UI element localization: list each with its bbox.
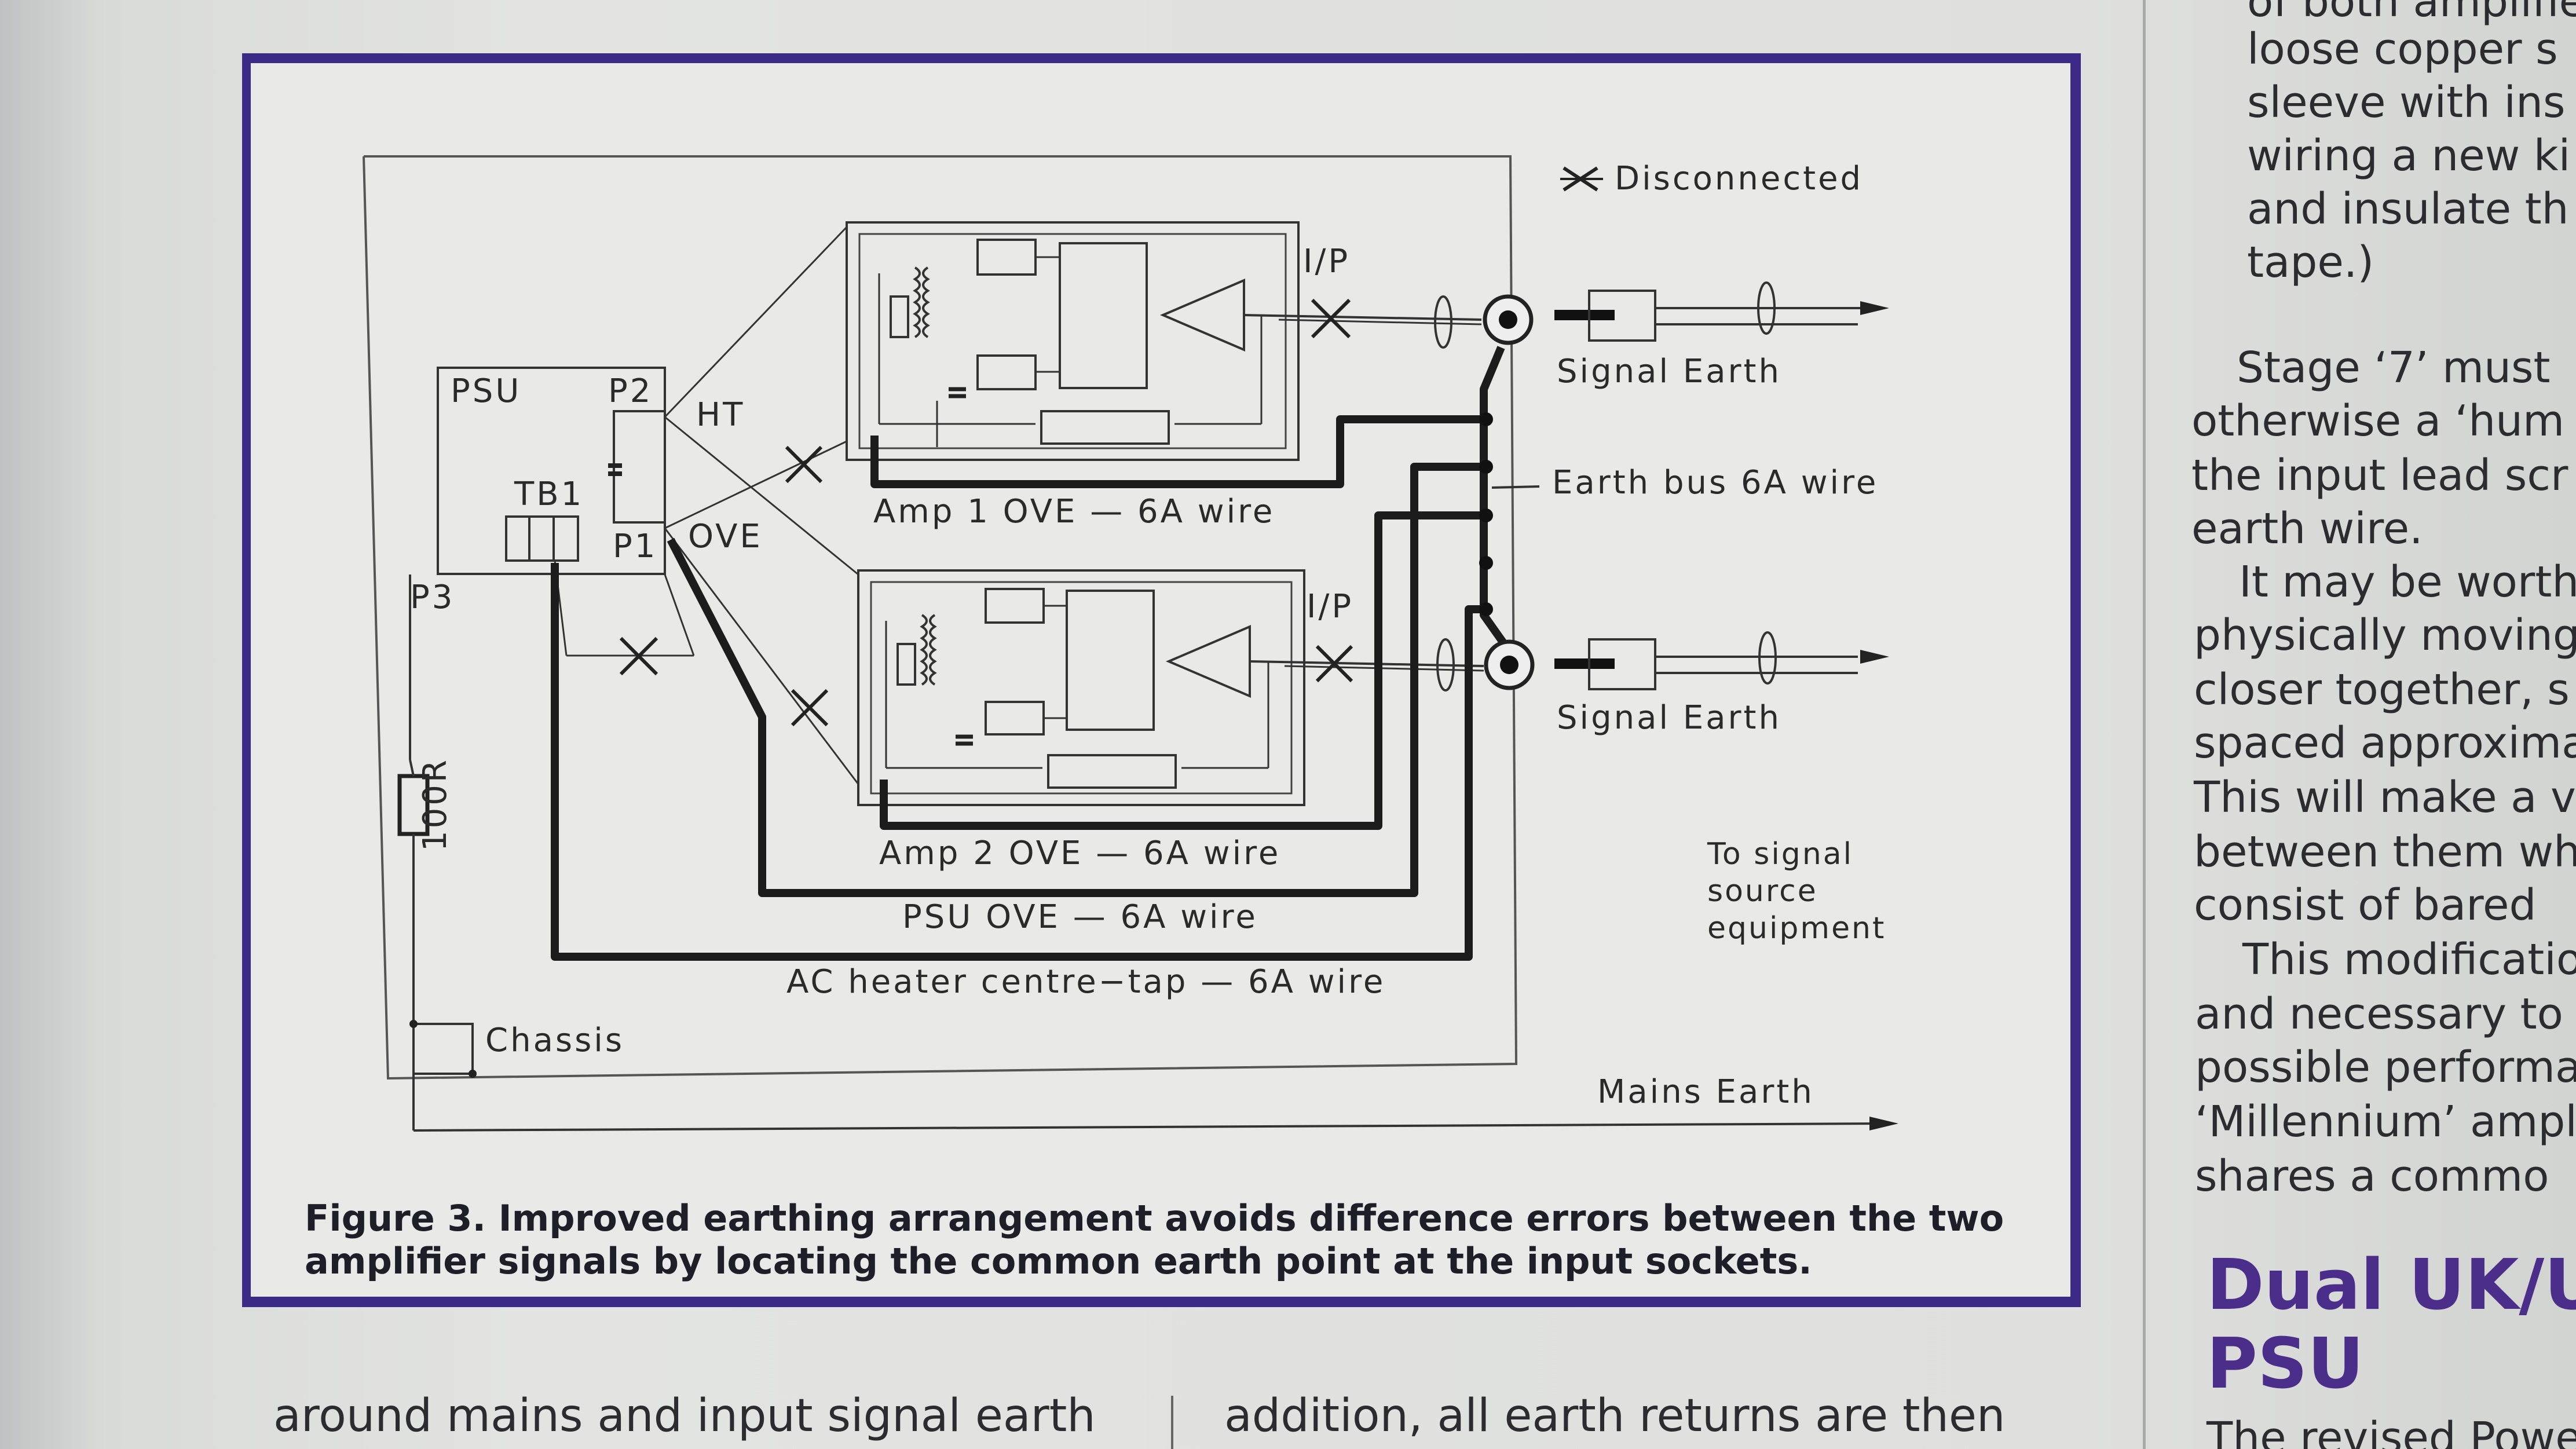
to-signal-line2: source	[1707, 874, 1818, 909]
right-line: This will make a v	[2194, 773, 2576, 822]
resistor-100r: 100R	[397, 575, 454, 1130]
amp2-ove-label: Amp 2 OVE — 6A wire	[879, 835, 1280, 872]
ht-disconnect-x	[785, 445, 823, 484]
amp2-block: I/P	[857, 569, 1484, 806]
to-signal-line1: To signal	[1707, 837, 1853, 872]
input-socket-bottom	[1484, 639, 1535, 690]
mains-earth-line: Mains Earth	[413, 1073, 1898, 1132]
amp1-block: I/P	[846, 221, 1482, 461]
caption-line-2: amplifier signals by locating the common…	[305, 1240, 1812, 1282]
right-column: of both amplifie loose copper s sleeve w…	[2189, 0, 2576, 1449]
right-line-last: The revised Powe	[2207, 1413, 2576, 1449]
signal-plug-bottom: Signal Earth	[1554, 631, 1889, 737]
chassis-label: Chassis	[485, 1022, 624, 1059]
column-rule-bottom	[1171, 1396, 1173, 1449]
right-line: closer together, s	[2194, 665, 2570, 715]
right-line: spaced approxima	[2194, 718, 2576, 768]
right-line: earth wire.	[2191, 504, 2423, 554]
right-line: sleeve with ins	[2247, 78, 2566, 127]
right-line: tape.)	[2247, 237, 2374, 287]
earth-bus-callout: Earth bus 6A wire	[1491, 464, 1878, 502]
body-text-right: addition, all earth returns are then	[1224, 1390, 2006, 1442]
right-line: between them wh	[2194, 827, 2576, 877]
right-line: otherwise a ‘hum	[2191, 396, 2565, 446]
heater-label: AC heater centre−tap — 6A wire	[786, 963, 1385, 1001]
earth-wires	[551, 346, 1507, 961]
body-text-left: around mains and input signal earth	[273, 1390, 1096, 1442]
right-line: consist of bared	[2194, 880, 2537, 930]
section-heading-line2: PSU	[2207, 1324, 2364, 1404]
ht-label: HT	[696, 396, 745, 434]
right-line: possible performa	[2195, 1042, 2576, 1092]
p3-label: P3	[410, 579, 455, 616]
psu-label: PSU	[451, 372, 521, 410]
amp1-ip-label: I/P	[1303, 243, 1350, 280]
feed-lines	[554, 226, 859, 785]
tb1-terminal	[505, 515, 579, 562]
earth-bus-nodes	[1479, 412, 1493, 616]
right-line: Stage ‘7’ must	[2237, 343, 2551, 393]
right-line: loose copper s	[2247, 24, 2558, 74]
right-line: of both amplifie	[2247, 0, 2576, 27]
psu-block: PSU P2 HT TB1 P1 OVE P3	[410, 367, 763, 616]
p2-label: P2	[608, 372, 653, 410]
right-line: wiring a new ki	[2247, 131, 2571, 181]
input-socket-top	[1483, 294, 1534, 345]
chassis-connection: Chassis	[409, 1020, 624, 1078]
legend-text: Disconnected	[1615, 160, 1863, 197]
signal-earth-label-top: Signal Earth	[1557, 353, 1781, 390]
r100-label: 100R	[416, 758, 454, 851]
right-line: the input lead scr	[2191, 451, 2568, 500]
right-line: and insulate th	[2247, 184, 2569, 234]
right-line: This modificatio	[2242, 935, 2576, 985]
p1-label: P1	[613, 528, 657, 565]
right-line: ‘Millennium’ ampl	[2195, 1097, 2576, 1147]
amp1-disconnect-x	[1311, 298, 1351, 339]
ove-label: OVE	[688, 518, 763, 555]
amp1-ove-label: Amp 1 OVE — 6A wire	[873, 493, 1275, 530]
right-line: and necessary to	[2195, 989, 2563, 1039]
right-line: shares a commo	[2195, 1151, 2549, 1201]
ove-disconnect-x	[791, 689, 829, 727]
right-line: It may be worth	[2239, 557, 2576, 607]
signal-earth-label-bottom: Signal Earth	[1557, 699, 1781, 737]
amp2-ip-label: I/P	[1307, 588, 1353, 625]
figure-3: Disconnected PSU P2 HT TB1 P1 OVE P3	[242, 53, 2086, 1310]
caption-line-1: Figure 3. Improved earthing arrangement …	[305, 1197, 2004, 1239]
column-divider	[2143, 0, 2146, 1449]
earth-bus-label: Earth bus 6A wire	[1552, 464, 1878, 502]
tb1-disconnect-x	[619, 636, 658, 676]
mains-earth-label: Mains Earth	[1597, 1073, 1814, 1111]
chassis-outline	[363, 155, 1518, 1080]
to-signal-line3: equipment	[1707, 911, 1886, 946]
psu-ove-label: PSU OVE — 6A wire	[902, 898, 1258, 936]
figure-frame	[242, 53, 2081, 1307]
amp2-disconnect-x	[1315, 645, 1353, 683]
section-heading-line1: Dual UK/US	[2207, 1245, 2576, 1326]
earthing-diagram: Disconnected PSU P2 HT TB1 P1 OVE P3	[242, 53, 2081, 1307]
disconnected-legend: Disconnected	[1560, 160, 1863, 197]
figure-caption: Figure 3. Improved earthing arrangement …	[305, 1197, 2013, 1283]
signal-plug-top: Signal Earth	[1554, 281, 1889, 390]
tb1-label: TB1	[514, 475, 584, 513]
right-line: physically moving	[2194, 610, 2576, 660]
